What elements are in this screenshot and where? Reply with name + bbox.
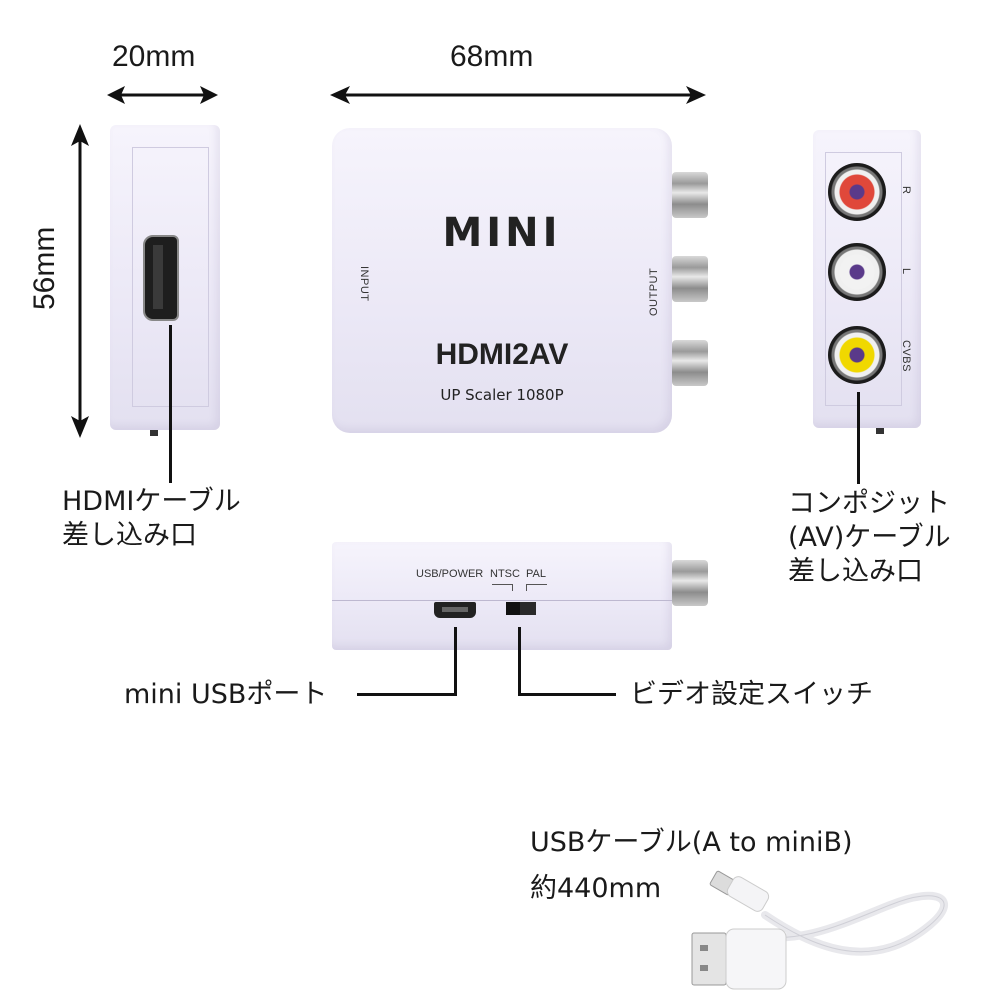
- side-panel-inset: [825, 152, 902, 406]
- mini-usb-port: [434, 602, 476, 618]
- rca-jack-cvbs: [828, 326, 886, 384]
- callout-video-switch: ビデオ設定スイッチ: [630, 679, 873, 710]
- callout-mini-usb-port: mini USBポート: [124, 679, 328, 710]
- dimension-arrow-horizontal-side: [107, 86, 218, 104]
- jack-label-l: L: [900, 268, 912, 275]
- pal-bracket: [526, 584, 547, 591]
- ntsc-label: NTSC: [490, 568, 520, 580]
- usb-a-plug: [691, 928, 787, 990]
- jack-label-cvbs: CVBS: [900, 340, 912, 372]
- product-name: HDMI2AV: [435, 338, 569, 371]
- right-side-foot: [876, 428, 884, 434]
- video-switch: [506, 602, 536, 615]
- cable-length: 約440mm: [530, 873, 662, 904]
- mini-b-plug: [709, 870, 770, 912]
- logo-mini: MINI: [442, 210, 562, 256]
- callout-line-usb-vertical: [454, 627, 457, 695]
- usb-cable-image: [691, 870, 948, 990]
- rca-connector-middle: [672, 256, 708, 302]
- hdmi-port: [143, 235, 179, 321]
- dimension-height: 56mm: [28, 226, 61, 310]
- product-subtitle: UP Scaler 1080P: [440, 386, 564, 404]
- callout-composite-port: コンポジット (AV)ケーブル 差し込み口: [788, 488, 951, 587]
- rca-connector-bottom-view: [672, 560, 708, 606]
- seam-line: [332, 600, 672, 601]
- rca-jack-l: [828, 243, 886, 301]
- callout-line-hdmi: [169, 325, 172, 483]
- rca-connector-bottom: [672, 340, 708, 386]
- callout-line-composite: [857, 392, 860, 484]
- dimension-width-side: 20mm: [112, 40, 196, 73]
- callout-line-switch-horizontal: [518, 693, 616, 696]
- device-front-view: MINI HDMI2AV UP Scaler 1080P INPUT OUTPU…: [332, 128, 672, 433]
- input-label: INPUT: [358, 266, 370, 302]
- callout-line-usb-horizontal: [357, 693, 457, 696]
- cable-title: USBケーブル(A to miniB): [530, 827, 853, 858]
- dimension-arrow-horizontal-front: [330, 86, 706, 104]
- dimension-width-front: 68mm: [450, 40, 534, 73]
- ntsc-bracket: [492, 584, 513, 591]
- rca-connector-top: [672, 172, 708, 218]
- pal-label: PAL: [526, 568, 546, 580]
- left-side-foot: [150, 430, 158, 436]
- output-label: OUTPUT: [648, 267, 660, 316]
- jack-label-r: R: [900, 186, 912, 195]
- callout-line-switch-vertical: [518, 627, 521, 695]
- usb-power-label: USB/POWER: [416, 568, 484, 580]
- device-bottom-view: USB/POWER NTSC PAL: [332, 542, 672, 650]
- callout-hdmi-port: HDMIケーブル 差し込み口: [62, 486, 241, 551]
- rca-jack-r: [828, 163, 886, 221]
- dimension-arrow-vertical: [71, 124, 89, 438]
- device-left-side-view: [110, 125, 220, 430]
